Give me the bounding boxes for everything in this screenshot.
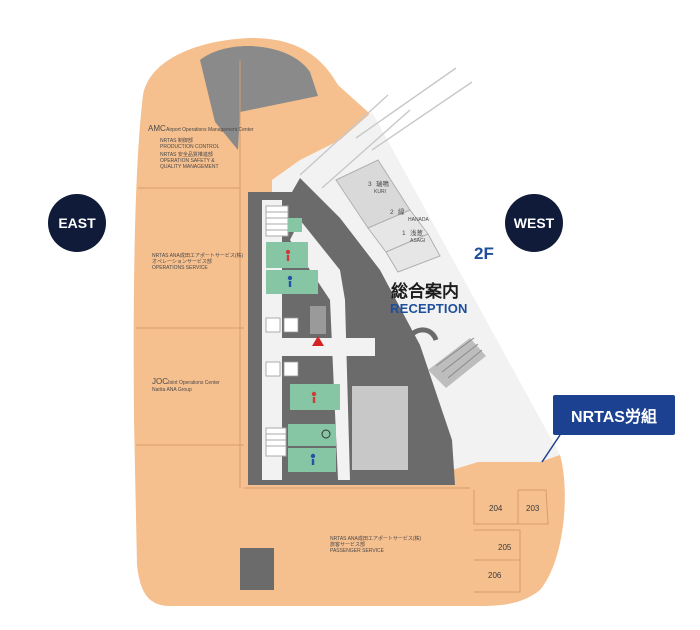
room-206: 206 [488,571,502,580]
reception-label-jp: 総合案内 [391,282,459,301]
meeting-room-1-name: 浅葱 [410,228,424,237]
elevators [265,317,299,377]
restroom-male-1 [266,270,318,294]
amc-line2c: QUALITY MANAGEMENT [160,164,219,170]
meeting-room-2-num: 2 [390,209,394,216]
meeting-room-3-num: 3 [368,181,372,188]
restroom-icons [285,249,331,465]
amc-line2a: NRTAS 安全品質推進部 [160,151,213,158]
nrtas-union-label: NRTAS労組 [571,409,657,426]
callout-pointer [541,434,561,463]
restroom-accessible [288,424,336,446]
atrium-void [352,386,408,470]
escalator [406,327,486,388]
east-label: EAST [58,215,96,231]
exterior-wall-lines [299,67,473,189]
meeting-room-2-name: 縁 [398,207,405,216]
elevator-hall-top [200,46,318,150]
east-direction-badge: EAST [48,194,106,252]
floor-label: 2F [474,244,494,263]
ops-line2: オペレーションサービス部 [152,258,212,265]
west-corridor [272,112,560,470]
ops-line3: OPERATIONS SERVICE [152,265,208,271]
core-corridor-diag [290,220,350,480]
west-label: WEST [513,215,555,231]
joc-title-sub: Joint Operations Center [167,380,220,386]
rooms-lower-right [473,489,549,593]
current-location-marker [312,336,324,346]
meeting-room-3-name: 瑞鳴 [376,179,390,188]
room-205: 205 [498,543,512,552]
amc-line2b: OPERATION SAFETY & [160,158,215,164]
u-turn-arrow [406,327,439,349]
joc-title: JOC [152,377,168,386]
storage-box [240,548,274,590]
meeting-rooms [335,159,441,273]
amc-title: AMC [148,124,166,133]
passenger-line3: PASSENGER SERVICE [330,548,385,554]
room-203: 203 [526,504,540,513]
amc-title-sub: Airport Operations Management Center [166,127,254,133]
passenger-line2: 旅客サービス部 [330,541,365,548]
amc-line1b: PRODUCTION CONTROL [160,144,220,150]
service-room [310,306,326,334]
passenger-line1: NRTAS ANA成田エアポートサービス(株) [330,535,422,542]
ops-line1: NRTAS ANA成田エアポートサービス(株) [152,252,244,259]
shower-room [288,218,302,232]
office-partitions [136,60,470,489]
joc-line2: Narita ANA Group [152,387,192,393]
meeting-room-3-sub: KURI [374,189,386,195]
stairs-lower [265,427,287,457]
core-corridor [262,338,375,356]
meeting-room-2-sub: HANADA [408,217,430,223]
stairs-upper [265,205,289,237]
west-direction-badge: WEST [505,194,563,252]
amc-line1a: NRTAS 制御部 [160,137,193,144]
nrtas-union-callout[interactable]: NRTAS労組 [553,395,675,435]
room-204: 204 [489,504,503,513]
reception-label-en: RECEPTION [390,301,468,316]
meeting-room-1-num: 1 [402,230,406,237]
meeting-room-1-sub: ASAGI [410,238,425,244]
